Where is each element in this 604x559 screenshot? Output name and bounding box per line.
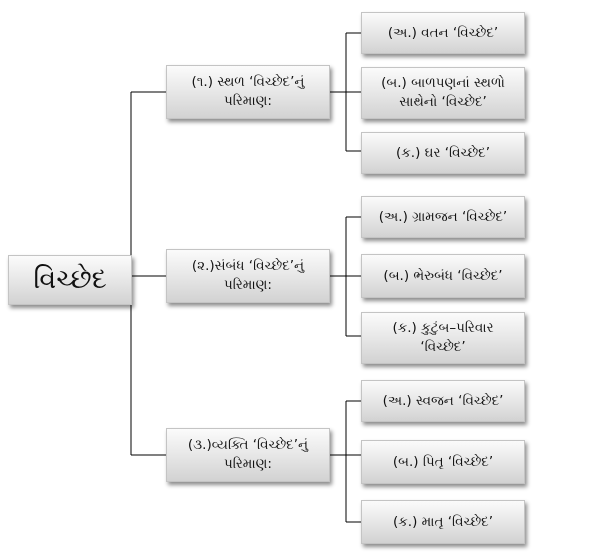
leaf-node-father: (બ.) પિતૃ ‘વિચ્છેદ’	[361, 440, 525, 484]
leaf-node-mother: (ક.) માતૃ ‘વિચ્છેદ’	[361, 500, 525, 544]
branch-node-person: (૩.)વ્યક્તિ ‘વિચ્છેદ’નું પરિમાણ:	[166, 428, 330, 482]
leaf-label: (અ.) સ્વજન ‘વિચ્છેદ’	[382, 392, 504, 409]
leaf-label: (ક.) ઘર ‘વિચ્છેદ’	[396, 144, 490, 161]
leaf-label: (બ.) બાળપણનાં સ્થળો સાથેનો ‘વિચ્છેદ’	[381, 75, 505, 110]
leaf-label: (બ.) પિતૃ ‘વિચ્છેદ’	[392, 453, 494, 470]
root-label: વિચ્છેદ	[33, 264, 107, 295]
leaf-label: (ક.) માતૃ ‘વિચ્છેદ’	[393, 513, 493, 530]
leaf-node-villagers: (અ.) ગ્રામજન ‘વિચ્છેદ’	[361, 196, 525, 238]
leaf-node-relatives: (અ.) સ્વજન ‘વિચ્છેદ’	[361, 380, 525, 422]
leaf-node-friends: (બ.) ભેરુબંધ ‘વિચ્છેદ’	[361, 254, 525, 298]
leaf-label: (બ.) ભેરુબંધ ‘વિચ્છેદ’	[383, 267, 503, 284]
branch-node-relation: (૨.)સંબંધ ‘વિચ્છેદ’નું પરિમાણ:	[166, 249, 330, 303]
leaf-node-homeland: (અ.) વતન ‘વિચ્છેદ’	[361, 12, 525, 54]
leaf-node-family: (ક.) કુટુંબ–પરિવાર ‘વિચ્છેદ’	[361, 312, 525, 364]
root-node: વિચ્છેદ	[8, 255, 132, 305]
leaf-label: (ક.) કુટુંબ–પરિવાર ‘વિચ્છેદ’	[392, 320, 494, 355]
branch-label: (૨.)સંબંધ ‘વિચ્છેદ’નું પરિમાણ:	[191, 258, 305, 293]
branch-node-place: (૧.) સ્થળ ‘વિચ્છેદ’નું પરિમાણ:	[166, 65, 330, 119]
branch-label: (૧.) સ્થળ ‘વિચ્છેદ’નું પરિમાણ:	[191, 74, 305, 109]
branch-label: (૩.)વ્યક્તિ ‘વિચ્છેદ’નું પરિમાણ:	[187, 437, 309, 472]
leaf-label: (અ.) ગ્રામજન ‘વિચ્છેદ’	[378, 208, 508, 225]
leaf-node-childhood-places: (બ.) બાળપણનાં સ્થળો સાથેનો ‘વિચ્છેદ’	[361, 67, 525, 119]
leaf-label: (અ.) વતન ‘વિચ્છેદ’	[387, 24, 499, 41]
leaf-node-home: (ક.) ઘર ‘વિચ્છેદ’	[361, 132, 525, 174]
